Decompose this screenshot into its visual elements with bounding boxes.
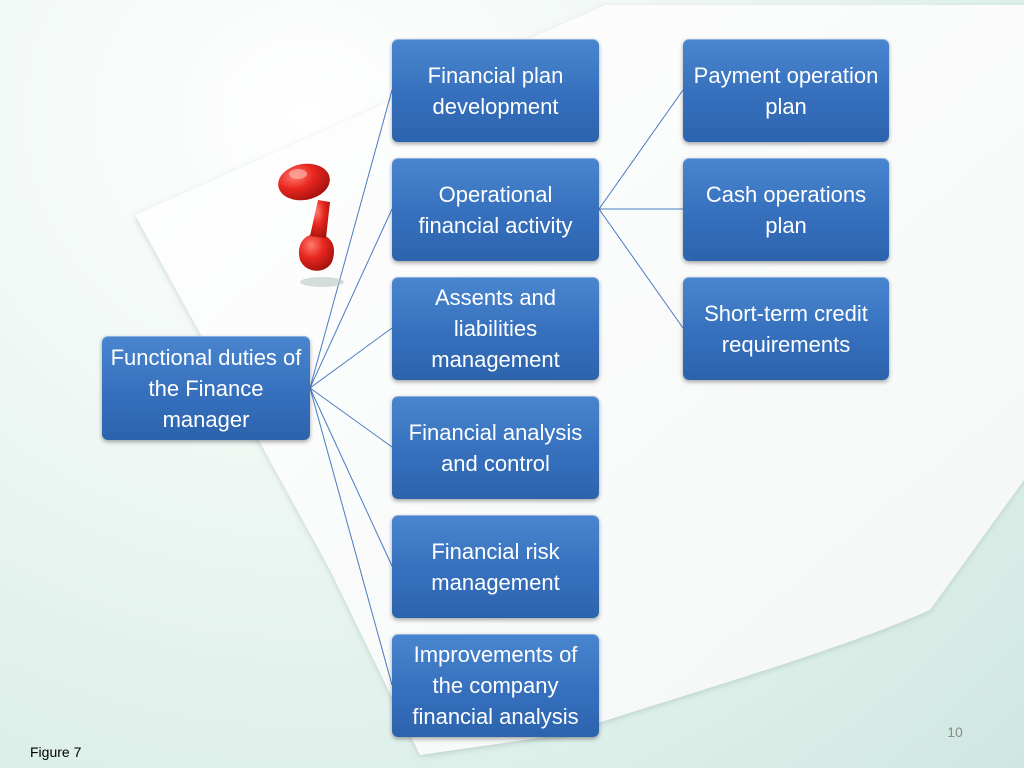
duty-node-label: Financial analysis and control [408, 419, 583, 476]
subtask-node-payment-operation-plan: Payment operation plan [683, 39, 889, 142]
duty-node-label: Operational financial activity [418, 181, 573, 238]
root-node: Functional duties of the Finance manager [102, 336, 310, 440]
duty-node-financial-plan-development: Financial plan development [392, 39, 599, 142]
push-pin-icon [278, 163, 344, 287]
subtask-node-cash-operations-plan: Cash operations plan [683, 158, 889, 261]
figure-caption: Figure 7 [30, 744, 82, 760]
duty-node-operational-financial-activity: Operational financial activity [392, 158, 599, 261]
subtask-node-label: Cash operations plan [705, 181, 867, 238]
subtask-node-label: Payment operation plan [693, 62, 879, 119]
subtask-node-short-term-credit: Short-term credit requirements [683, 277, 889, 380]
page-number: 10 [947, 724, 963, 740]
duty-node-label: Improvements of the company financial an… [412, 642, 579, 729]
root-node-label: Functional duties of the Finance manager [110, 344, 302, 432]
subtask-node-label: Short-term credit requirements [704, 300, 868, 357]
duty-node-assets-liabilities-management: Assents and liabilities management [392, 277, 599, 380]
duty-node-label: Financial risk management [431, 538, 560, 595]
duty-node-label: Assents and liabilities management [431, 285, 560, 372]
duty-node-financial-risk-management: Financial risk management [392, 515, 599, 618]
duty-node-label: Financial plan development [427, 62, 564, 119]
duty-node-improvements-financial-analysis: Improvements of the company financial an… [392, 634, 599, 737]
duty-node-financial-analysis-control: Financial analysis and control [392, 396, 599, 499]
